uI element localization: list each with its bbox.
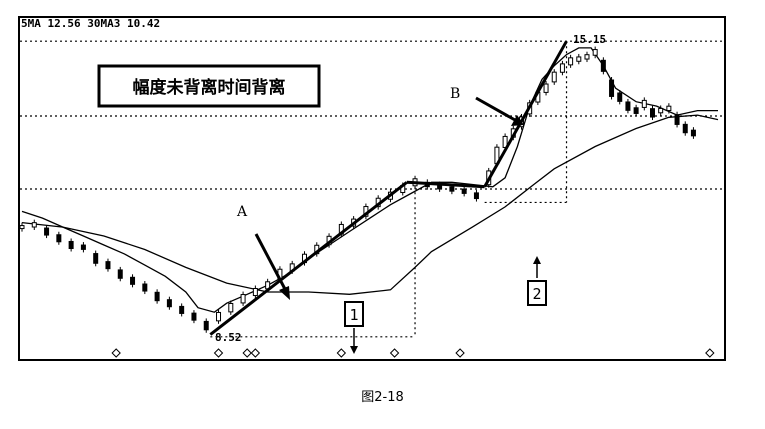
diamond-marker-6 xyxy=(455,348,465,358)
ma-legend: 5MA 12.56 30MA3 10.42 xyxy=(21,17,160,30)
ma5-layer xyxy=(21,47,718,313)
figure-caption: 图2-18 xyxy=(361,390,404,405)
annotation-a: A xyxy=(236,204,248,220)
diamond-marker-1 xyxy=(213,348,224,358)
candle-body-54 xyxy=(617,92,623,102)
candle-body-0 xyxy=(19,225,25,230)
candle-body-62 xyxy=(682,123,688,134)
candle-body-47 xyxy=(559,63,565,73)
candle-body-13 xyxy=(179,305,185,314)
arrow-b-shaft xyxy=(475,96,516,122)
candle-body-19 xyxy=(252,287,258,297)
diamond-marker-4 xyxy=(336,348,347,358)
candle-body-3 xyxy=(56,234,62,243)
candle-body-56 xyxy=(633,107,639,114)
arrow-b-head xyxy=(511,115,524,126)
box-1-label: 1 xyxy=(349,306,358,324)
ma5-line xyxy=(21,47,718,313)
candle-body-51 xyxy=(592,49,598,56)
arrow-1-head xyxy=(350,346,358,354)
candle-body-52 xyxy=(600,59,606,72)
candle-body-1 xyxy=(31,222,37,228)
candle-body-9 xyxy=(130,276,136,285)
candle-body-16 xyxy=(216,311,222,322)
candle-body-7 xyxy=(105,261,111,270)
arrow-2-head xyxy=(533,256,541,264)
candle-body-48 xyxy=(568,57,574,66)
candle-body-15 xyxy=(203,320,209,331)
high-price-label: 15.15 xyxy=(573,33,606,46)
title-box xyxy=(97,64,321,108)
candle-body-63 xyxy=(690,129,696,137)
arrow-a-shaft xyxy=(254,233,288,292)
candle-body-5 xyxy=(80,244,86,250)
candle-body-37 xyxy=(473,192,479,200)
candle-body-57 xyxy=(641,99,647,108)
title-box-text: 幅度未背离时间背离 xyxy=(133,77,286,98)
low-price-label: 8.52 xyxy=(215,331,242,344)
candle-body-46 xyxy=(551,71,557,83)
arrow-a-head xyxy=(279,286,290,300)
candle-body-17 xyxy=(228,303,234,313)
trendline-a xyxy=(209,181,408,336)
box-1 xyxy=(344,301,364,327)
candle-body-14 xyxy=(191,312,197,321)
box-2-label: 2 xyxy=(532,285,541,303)
chart-frame: 5MA 12.56 30MA3 10.42 幅度未背离时间背离 A B 15.1… xyxy=(18,16,726,361)
trendline-between xyxy=(406,180,485,189)
grid-lines xyxy=(20,40,724,190)
candle-body-2 xyxy=(44,227,50,236)
candle-body-4 xyxy=(68,240,74,250)
dotted-brackets xyxy=(210,41,568,338)
candle-body-6 xyxy=(93,253,99,264)
candle-body-50 xyxy=(584,54,590,60)
candle-body-35 xyxy=(449,186,455,192)
candle-body-45 xyxy=(543,83,549,93)
diamond-marker-2 xyxy=(242,348,252,358)
candle-body-12 xyxy=(166,299,172,308)
diamond-marker-3 xyxy=(250,348,261,358)
candle-body-59 xyxy=(658,107,664,114)
trendlines xyxy=(209,40,568,336)
annotation-b: B xyxy=(450,86,460,102)
candle-body-53 xyxy=(609,79,615,97)
candle-body-18 xyxy=(240,294,246,304)
candle-body-10 xyxy=(142,283,148,292)
candle-body-58 xyxy=(649,108,655,118)
diamond-marker-0 xyxy=(111,348,121,358)
box-2 xyxy=(527,280,547,306)
candle-body-60 xyxy=(666,105,672,112)
diamond-marker-7 xyxy=(705,348,715,358)
chart-svg: 5MA 12.56 30MA3 10.42 幅度未背离时间背离 A B 15.1… xyxy=(18,16,726,361)
candle-body-61 xyxy=(674,114,680,125)
diamond-markers xyxy=(111,348,715,358)
candle-body-55 xyxy=(625,101,631,111)
candle-body-49 xyxy=(576,56,582,62)
ma30-layer xyxy=(21,114,719,295)
diamond-marker-5 xyxy=(389,348,400,358)
trendline-b xyxy=(483,40,568,188)
candle-body-8 xyxy=(117,269,123,279)
candle-body-11 xyxy=(154,291,160,302)
candle-body-36 xyxy=(461,188,467,194)
ma30-line xyxy=(21,114,719,295)
